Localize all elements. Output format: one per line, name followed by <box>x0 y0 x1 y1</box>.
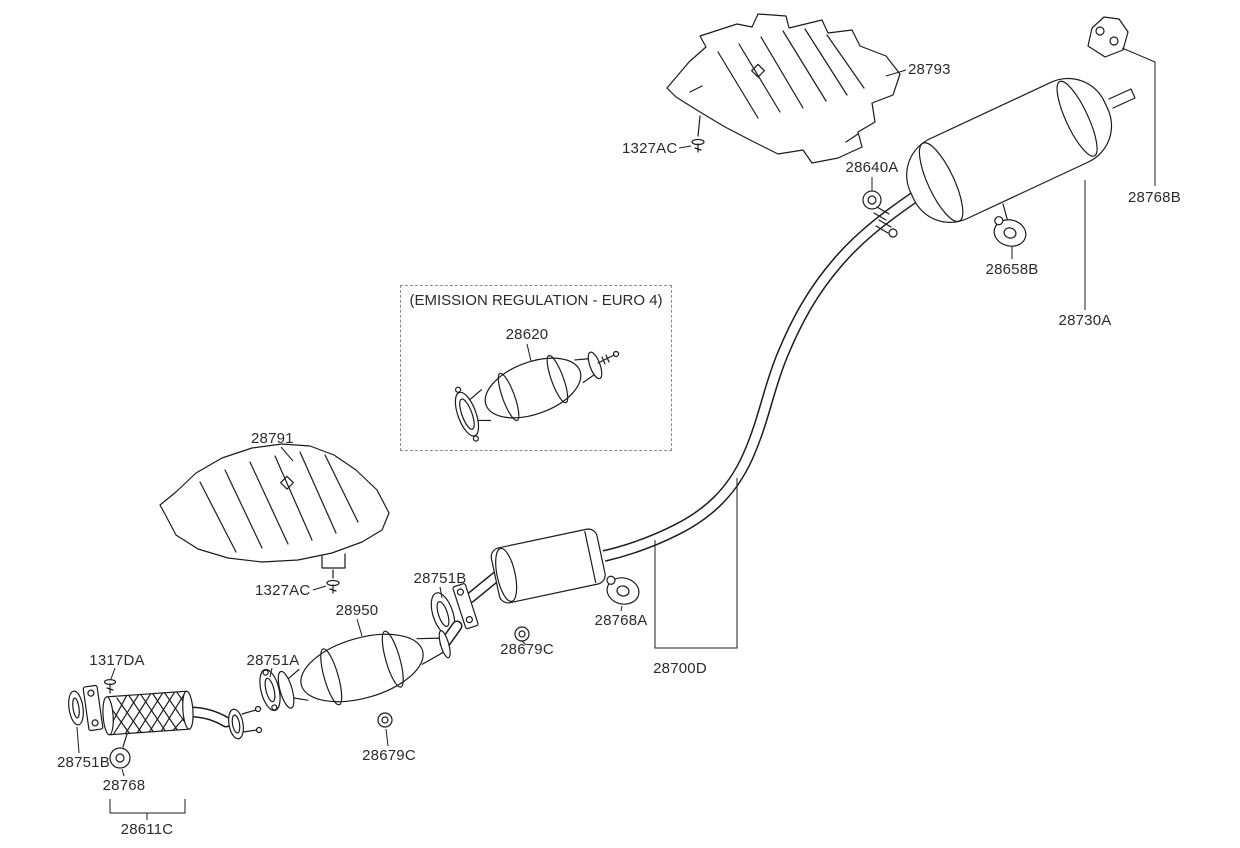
bracket-leader-28611C <box>109 799 186 814</box>
heat-shield-center-drawing <box>159 443 390 569</box>
part-label-28640A: 28640A <box>845 159 899 176</box>
mount-bolt-rear-drawing <box>691 138 705 153</box>
part-label-28751B-center: 28751B <box>413 570 467 587</box>
part-label-28679C-center: 28679C <box>500 641 554 658</box>
center-resonator-drawing <box>452 528 606 630</box>
part-label-28791: 28791 <box>251 430 294 447</box>
part-label-1327AC-rear: 1327AC <box>622 140 678 157</box>
front-pipe-drawing <box>82 684 263 769</box>
heat-shield-rear-drawing <box>666 13 901 164</box>
mount-bracket-drawing <box>1087 16 1129 58</box>
part-label-28768A: 28768A <box>594 612 648 629</box>
nut-front-drawing <box>377 712 393 728</box>
gasket-front-drawing <box>68 690 84 726</box>
part-label-28679C-front: 28679C <box>362 747 416 764</box>
rubber-hanger-center-drawing <box>606 575 640 605</box>
part-label-28658B: 28658B <box>985 261 1039 278</box>
part-label-28700D: 28700D <box>653 660 707 677</box>
euro4-cat-drawing <box>454 350 620 442</box>
center-cat-drawing <box>277 620 463 709</box>
mount-bolt-center-drawing <box>326 569 340 594</box>
bracket-leader-28768B <box>1121 47 1156 186</box>
flange-bolt-front-drawing <box>103 678 117 694</box>
rubber-hanger-rear-drawing <box>993 216 1027 247</box>
part-label-1327AC-center: 1327AC <box>255 582 311 599</box>
bracket-leader-28700D <box>654 478 738 649</box>
part-label-28730A: 28730A <box>1058 312 1112 329</box>
rear-muffler-drawing <box>906 77 1136 223</box>
leader-lines <box>76 47 1156 820</box>
part-label-28751A: 28751A <box>246 652 300 669</box>
part-label-28793: 28793 <box>908 61 951 78</box>
emission-regulation-box: (EMISSION REGULATION - EURO 4) <box>400 285 672 451</box>
main-exhaust-pipe-drawing <box>602 191 920 562</box>
emission-regulation-title: (EMISSION REGULATION - EURO 4) <box>409 292 663 309</box>
nut-center-drawing <box>514 626 530 642</box>
part-label-28611C: 28611C <box>120 821 174 838</box>
part-label-28950: 28950 <box>335 602 379 619</box>
part-label-28768: 28768 <box>102 777 146 794</box>
part-label-28620: 28620 <box>505 326 549 343</box>
part-label-28768B: 28768B <box>1128 189 1181 206</box>
part-label-1317DA: 1317DA <box>89 652 145 669</box>
gasket-mid-front-drawing <box>259 668 281 712</box>
part-label-28751B-front: 28751B <box>57 754 110 771</box>
hanger-clamp-drawing <box>862 190 898 238</box>
